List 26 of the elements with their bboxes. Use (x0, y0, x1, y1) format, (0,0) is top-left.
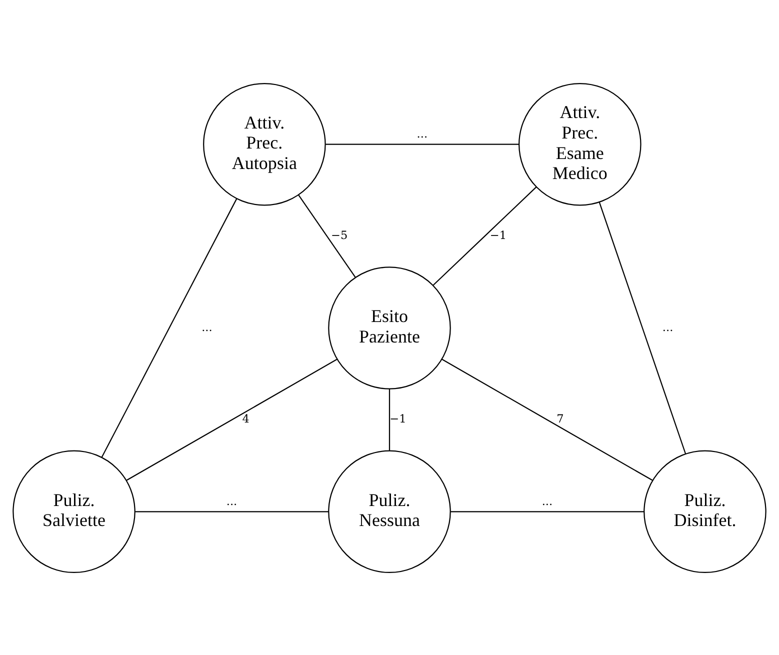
connector (135, 510, 328, 512)
connector (442, 358, 653, 480)
connector (298, 194, 356, 278)
connector (450, 510, 644, 512)
edge-label: 7 (556, 412, 564, 426)
edge-label: −1 (390, 412, 406, 426)
node-circle: Puliz. Nessuna (328, 450, 451, 573)
node-circle: Esito Paziente (328, 266, 451, 389)
connector (126, 358, 338, 480)
node-circle: Attiv. Prec. Autopsia (203, 82, 326, 206)
edge-label: 4 (242, 412, 250, 426)
connector (432, 186, 537, 286)
connector (388, 388, 390, 450)
edge-label: ... (416, 127, 428, 140)
node-circle: Puliz. Salviette (12, 450, 136, 573)
edge-label: ... (662, 320, 674, 334)
connector (101, 198, 238, 458)
node-circle: Puliz. Disinfet. (644, 450, 766, 573)
connector (598, 201, 686, 454)
edge-label: ... (226, 494, 238, 508)
edge-label: ... (542, 494, 553, 508)
node-circle: Attiv. Prec. Esame Medico (518, 82, 642, 206)
edge-label: −1 (490, 228, 507, 242)
connector (326, 143, 519, 144)
edge-label: −5 (331, 228, 348, 242)
edge-label: ... (202, 320, 212, 334)
